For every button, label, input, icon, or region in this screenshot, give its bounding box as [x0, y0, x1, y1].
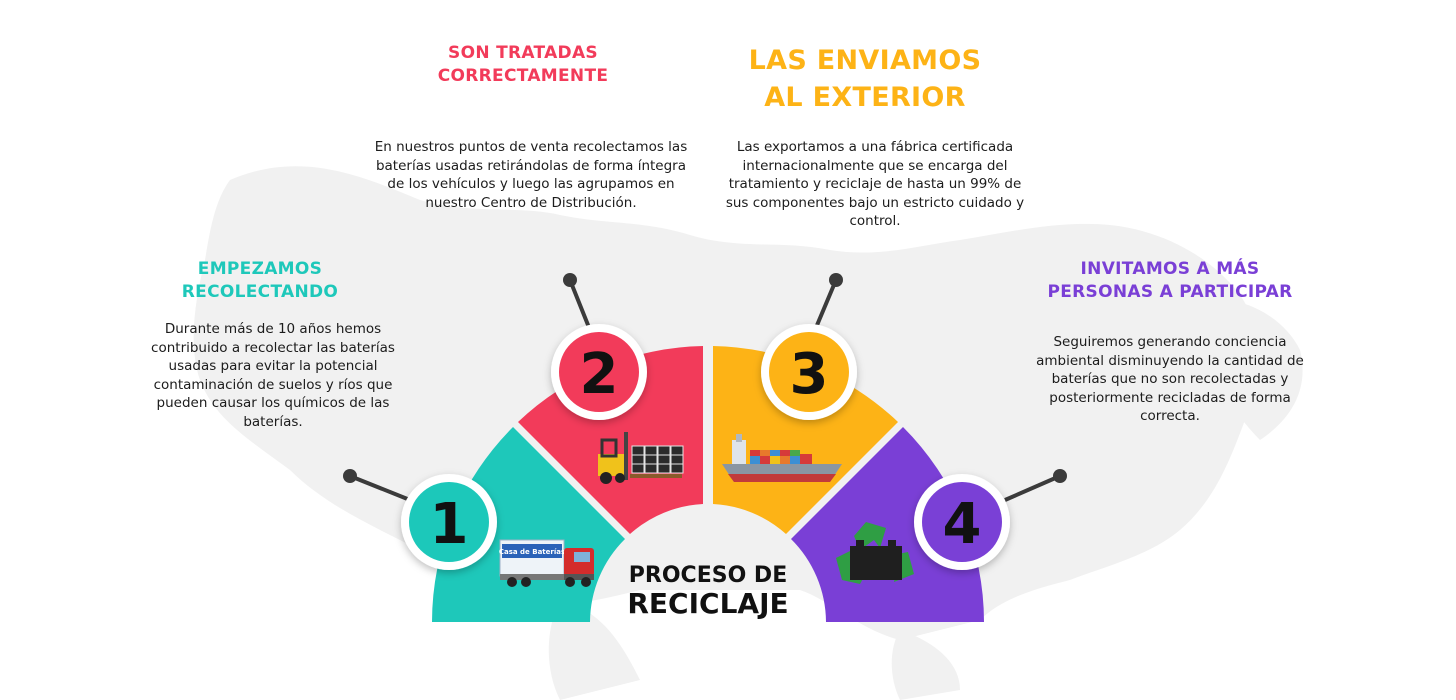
- forklift-icon: [598, 432, 684, 484]
- step-3-title: LAS ENVIAMOS AL EXTERIOR: [748, 45, 982, 113]
- center-title-line2: RECICLAJE: [627, 587, 788, 620]
- connector-dot-2: [563, 273, 577, 287]
- badge-4: [914, 474, 1010, 570]
- recycle-battery-icon: [836, 522, 914, 584]
- step-1-title: EMPEZAMOS RECOLECTANDO: [181, 259, 339, 302]
- connector-3: [813, 279, 838, 331]
- step-2-description: En nuestros puntos de venta recolectamos…: [374, 139, 688, 211]
- badge-1-number: 1: [430, 492, 469, 557]
- step-2-title: SON TRATADAS CORRECTAMENTE: [437, 43, 609, 86]
- truck-logo-text: Casa de Baterías: [499, 548, 565, 556]
- badge-4-number: 4: [943, 492, 982, 557]
- connector-2: [568, 279, 592, 331]
- connector-dot-4: [1053, 469, 1067, 483]
- center-title-line1: PROCESO DE: [629, 563, 787, 588]
- sector-4-purple: [791, 427, 984, 622]
- connector-4: [1004, 474, 1061, 502]
- connector-dot-1: [343, 469, 357, 483]
- connector-1: [349, 474, 411, 502]
- step-4-description: Seguiremos generando conciencia ambienta…: [1036, 334, 1304, 424]
- step-1-description: Durante más de 10 años hemos contribuido…: [151, 321, 395, 430]
- badge-3: [761, 324, 857, 420]
- step-3-description: Las exportamos a una fábrica certificada…: [725, 139, 1025, 229]
- badge-2: [551, 324, 647, 420]
- badge-3-number: 3: [790, 342, 829, 407]
- step-4-title: INVITAMOS A MÁS PERSONAS A PARTICIPAR: [1047, 259, 1293, 302]
- connector-dot-3: [829, 273, 843, 287]
- badge-1: [401, 474, 497, 570]
- connector-lines: [349, 279, 1061, 502]
- badge-2-number: 2: [580, 342, 619, 407]
- cargo-ship-icon: [722, 434, 842, 482]
- truck-icon: Casa de Baterías: [499, 539, 594, 587]
